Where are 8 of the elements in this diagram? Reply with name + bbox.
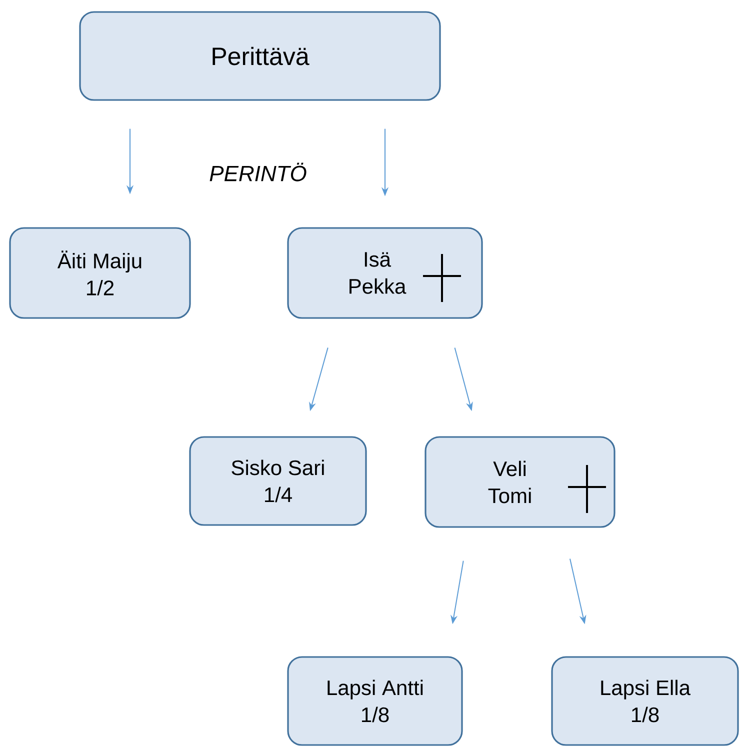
person-box: Lapsi Ella 1/8 [551,656,739,746]
person-box: Perittävä [79,11,441,101]
person-box: Äiti Maiju 1/2 [9,227,191,319]
person-box: Veli Tomi [424,436,616,528]
person-box: Isä Pekka [287,227,483,319]
person-box: Lapsi Antti 1/8 [287,656,463,746]
person-box: Sisko Sari 1/4 [189,436,367,526]
heading-label: PERINTÖ [210,162,306,182]
